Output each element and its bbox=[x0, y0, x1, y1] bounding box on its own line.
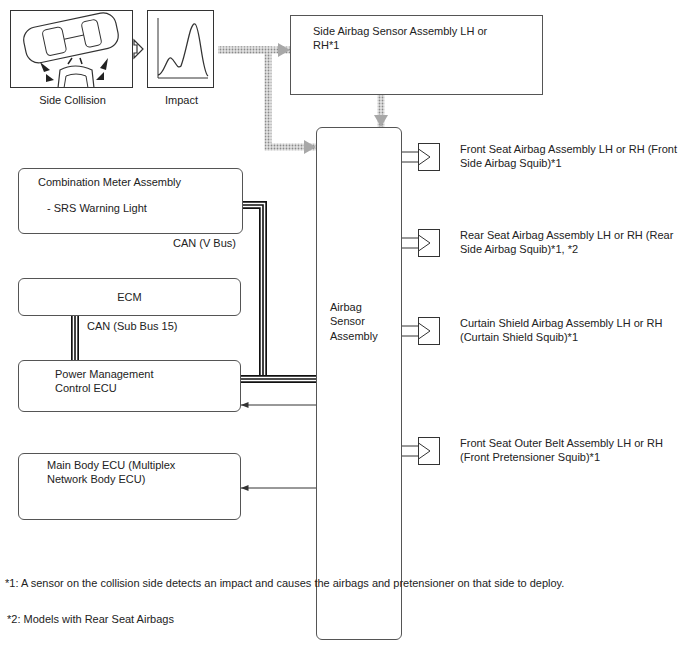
bus-label: CAN (Sub Bus 15) bbox=[86, 319, 178, 333]
connector-line bbox=[243, 205, 316, 379]
component-label: Front Seat Airbag Assembly LH or RH (Fro… bbox=[460, 142, 682, 171]
squib-body bbox=[419, 144, 440, 171]
node-text: Impact bbox=[148, 93, 215, 107]
ecu-box: Main Body ECU (Multiplex Network Body EC… bbox=[18, 453, 241, 520]
can-bus bbox=[243, 205, 316, 379]
connector-line bbox=[402, 152, 418, 162]
connector-line bbox=[74, 316, 76, 360]
squib-symbol: Front Seat Airbag Assembly LH or RH (Fro… bbox=[418, 143, 440, 171]
signal-arrow bbox=[381, 95, 382, 127]
node-text: - SRS Warning Light bbox=[47, 201, 237, 215]
squib-symbol: Front Seat Outer Belt Assembly LH or RH … bbox=[418, 437, 440, 465]
node-text: Power Management Control ECU bbox=[55, 367, 175, 396]
squib-wire bbox=[402, 326, 418, 336]
node-text: Airbag Sensor Assembly bbox=[330, 300, 398, 343]
squib-symbol: Rear Seat Airbag Assembly LH or RH (Rear… bbox=[418, 229, 440, 257]
footnote: *1: A sensor on the collision side detec… bbox=[5, 576, 564, 590]
squib-outline bbox=[418, 437, 440, 465]
can-bus bbox=[75, 316, 76, 360]
bus-label: CAN (V Bus) bbox=[172, 236, 237, 250]
connector-line bbox=[241, 375, 316, 383]
node-text: ECM bbox=[19, 290, 240, 304]
signal-arrow bbox=[134, 40, 143, 58]
squib-body bbox=[419, 318, 440, 345]
connector-line bbox=[241, 378, 316, 380]
sensor-box: Airbag Sensor Assembly bbox=[316, 127, 402, 640]
node-text: Combination Meter Assembly bbox=[38, 175, 238, 189]
squib-body bbox=[419, 230, 440, 257]
connector-line bbox=[243, 205, 316, 379]
illustration-box: Side Collision bbox=[10, 10, 133, 88]
connector-line bbox=[402, 326, 418, 336]
squib-symbol: Curtain Shield Airbag Assembly LH or RH … bbox=[418, 317, 440, 345]
footnote: *2: Models with Rear Seat Airbags bbox=[7, 612, 174, 626]
connector-line bbox=[241, 377, 316, 382]
squib-body bbox=[419, 438, 440, 465]
connector-line bbox=[243, 205, 316, 379]
component-label: Rear Seat Airbag Assembly LH or RH (Rear… bbox=[460, 228, 682, 257]
ecu-box: Power Management Control ECU bbox=[18, 360, 241, 412]
impact-graph bbox=[158, 18, 208, 78]
connector-line bbox=[241, 488, 316, 489]
squib-wire bbox=[402, 152, 418, 162]
block-arrow bbox=[134, 40, 143, 58]
connector-line bbox=[71, 316, 79, 360]
node-text: Side Collision bbox=[11, 93, 134, 107]
connector-line bbox=[73, 316, 78, 360]
squib-outline bbox=[418, 229, 440, 257]
sensor-box: Side Airbag Sensor Assembly LH or RH*1 bbox=[290, 15, 543, 95]
squib-outline bbox=[418, 143, 440, 171]
squib-notch bbox=[419, 235, 431, 251]
signal-arrow bbox=[241, 488, 316, 489]
ecu-box: ECM bbox=[18, 278, 241, 316]
squib-notch bbox=[419, 443, 431, 459]
graph-box: Impact bbox=[147, 10, 214, 88]
squib-outline bbox=[418, 317, 440, 345]
component-label: Front Seat Outer Belt Assembly LH or RH … bbox=[460, 436, 682, 465]
node-text: Side Airbag Sensor Assembly LH or RH*1 bbox=[313, 24, 513, 53]
signal-arrow bbox=[241, 405, 316, 406]
connector-line bbox=[378, 95, 385, 127]
collision-illustration bbox=[21, 10, 120, 88]
squib-notch bbox=[419, 149, 431, 165]
node-text: Main Body ECU (Multiplex Network Body EC… bbox=[47, 458, 197, 487]
component-label: Curtain Shield Airbag Assembly LH or RH … bbox=[460, 316, 682, 345]
ecu-box: Combination Meter Assembly - SRS Warning … bbox=[18, 168, 243, 234]
connector-line bbox=[402, 446, 418, 456]
squib-wire bbox=[402, 446, 418, 456]
squib-wire bbox=[402, 238, 418, 248]
connector-line bbox=[402, 238, 418, 248]
connector-line bbox=[241, 405, 316, 406]
squib-notch bbox=[419, 323, 431, 339]
can-bus bbox=[241, 379, 316, 380]
